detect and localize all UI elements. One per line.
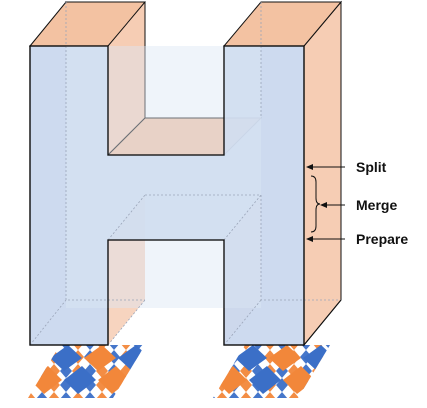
- h-front-face: [29, 45, 305, 346]
- annotation-merge: Merge: [310, 175, 397, 233]
- label-merge: Merge: [356, 197, 397, 213]
- right-floor-tiles: [213, 345, 330, 398]
- hidden-edges: [29, 2, 341, 346]
- left-floor-tiles: [28, 345, 145, 398]
- annotation-split: Split: [306, 159, 387, 175]
- annotation-prepare: Prepare: [306, 231, 408, 247]
- label-split: Split: [356, 159, 387, 175]
- label-prepare: Prepare: [356, 231, 408, 247]
